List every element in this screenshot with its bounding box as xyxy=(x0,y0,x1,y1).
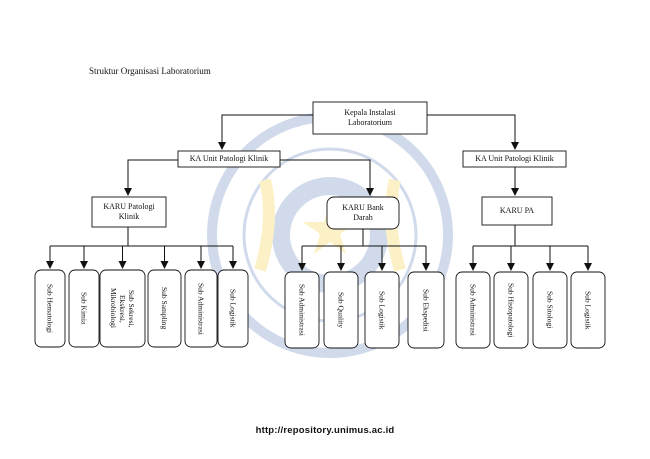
sub-bank-darah-label-4-text: Sub Ekspedisi xyxy=(421,288,431,332)
org-node-karu-patologi-klinik xyxy=(91,196,167,228)
connector-root-to-unit-1 xyxy=(218,114,313,150)
sub-patologi-box-4 xyxy=(147,269,182,348)
sub-patologi-label-3: Sub Sekresi, Ekskresi, Mikrobiologi xyxy=(100,270,145,347)
sub-pa-label-1: Sub Administrasi xyxy=(456,272,490,348)
sub-patologi-box-3 xyxy=(99,269,146,348)
sub-bank-darah-label-1-text: Sub Administrasi xyxy=(297,284,307,336)
org-node-ka-unit-1-label: KA Unit Patologi Klinik xyxy=(178,151,280,167)
org-node-kepala-instalasi-label: Kepala Instalasi Laboratorium xyxy=(313,102,427,134)
sub-patologi-label-4-text: Sub Sampling xyxy=(160,287,169,330)
sub-pa-box-1 xyxy=(455,271,491,349)
diagram-caption: Struktur Organisasi Laboratorium xyxy=(89,66,211,76)
sub-patologi-label-5-text: Sub Administrasi xyxy=(196,282,206,335)
org-node-karu-bank-darah-label: KARU Bank Darah xyxy=(327,197,399,229)
sub-pa-label-2-text: Sub Histopatologi xyxy=(506,282,516,338)
sub-patologi-label-2-text: Sub Kimia xyxy=(79,292,89,325)
sub-patologi-label-4: Sub Sampling xyxy=(148,270,181,347)
sub-patologi-label-1: Sub Hematologi xyxy=(35,270,65,347)
sub-bank-darah-box-3 xyxy=(364,271,400,349)
org-node-kepala-instalasi-label-text: Kepala Instalasi Laboratorium xyxy=(344,108,396,127)
sub-patologi-box-6 xyxy=(217,269,249,348)
org-node-karu-pa xyxy=(481,196,553,226)
org-node-karu-bank-darah-label-text: KARU Bank Darah xyxy=(342,203,384,222)
org-node-kepala-instalasi xyxy=(312,101,428,135)
sub-bank-darah-label-3: Sub Logistik xyxy=(365,272,399,348)
sub-patologi-label-2: Sub Kimia xyxy=(69,270,99,347)
footer-url: http://repository.unimus.ac.id xyxy=(255,425,395,436)
node-boxes xyxy=(34,101,606,349)
sub-bank-darah-label-2-text: Sub Quality xyxy=(336,291,346,329)
sub-pa-label-2: Sub Histopatologi xyxy=(494,272,528,348)
sub-patologi-label-6-text: Sub Logistik xyxy=(228,289,238,328)
sub-pa-label-4-text: Sub Logistik xyxy=(583,290,593,330)
org-node-ka-unit-2-label-text: KA Unit Patologi Klinik xyxy=(475,154,554,163)
org-node-karu-patologi-klinik-label-text: KARU Patologi Klinik xyxy=(103,202,155,221)
org-node-karu-patologi-klinik-label: KARU Patologi Klinik xyxy=(92,197,166,227)
sub-pa-box-3 xyxy=(532,271,568,349)
sub-bank-darah-label-1: Sub Administrasi xyxy=(285,272,319,348)
org-node-karu-bank-darah xyxy=(326,196,400,230)
sub-bank-darah-label-4: Sub Ekspedisi xyxy=(408,272,444,348)
org-node-karu-pa-label-text: KARU PA xyxy=(499,206,535,215)
sub-patologi-box-5 xyxy=(184,269,218,348)
org-node-ka-unit-1 xyxy=(177,150,281,168)
org-node-ka-unit-1-label-text: KA Unit Patologi Klinik xyxy=(189,154,269,163)
sub-pa-label-1-text: Sub Administrasi xyxy=(468,284,478,336)
org-node-ka-unit-2 xyxy=(462,150,567,168)
sub-patologi-box-2 xyxy=(68,269,100,348)
sub-patologi-label-1-text: Sub Hematologi xyxy=(45,284,55,333)
sub-patologi-label-6: Sub Logistik xyxy=(218,270,248,347)
sub-pa-label-4: Sub Logistik xyxy=(571,272,605,348)
connector-unit1-to-karu-patologi xyxy=(124,159,178,196)
connector-root-to-unit-2 xyxy=(427,114,519,150)
sub-bank-darah-box-4 xyxy=(407,271,445,349)
connector-unit1-to-karu-bank-darah xyxy=(280,159,374,196)
sub-bank-darah-box-2 xyxy=(323,271,359,349)
org-node-ka-unit-2-label: KA Unit Patologi Klinik xyxy=(463,151,566,167)
sub-pa-label-3: Sub Sitologi xyxy=(533,272,567,348)
sub-patologi-label-3-text: Sub Sekresi, Ekskresi, Mikrobiologi xyxy=(109,288,136,329)
sub-bank-darah-label-2: Sub Quality xyxy=(324,272,358,348)
sub-pa-box-4 xyxy=(570,271,606,349)
sub-bank-darah-box-1 xyxy=(284,271,320,349)
org-node-karu-pa-label: KARU PA xyxy=(482,197,552,225)
sub-patologi-label-5: Sub Administrasi xyxy=(185,270,217,347)
sub-pa-box-2 xyxy=(493,271,529,349)
sub-bank-darah-label-3-text: Sub Logistik xyxy=(377,290,387,330)
connector-lines xyxy=(46,114,592,271)
sub-pa-label-3-text: Sub Sitologi xyxy=(545,291,555,329)
sub-patologi-box-1 xyxy=(34,269,66,348)
